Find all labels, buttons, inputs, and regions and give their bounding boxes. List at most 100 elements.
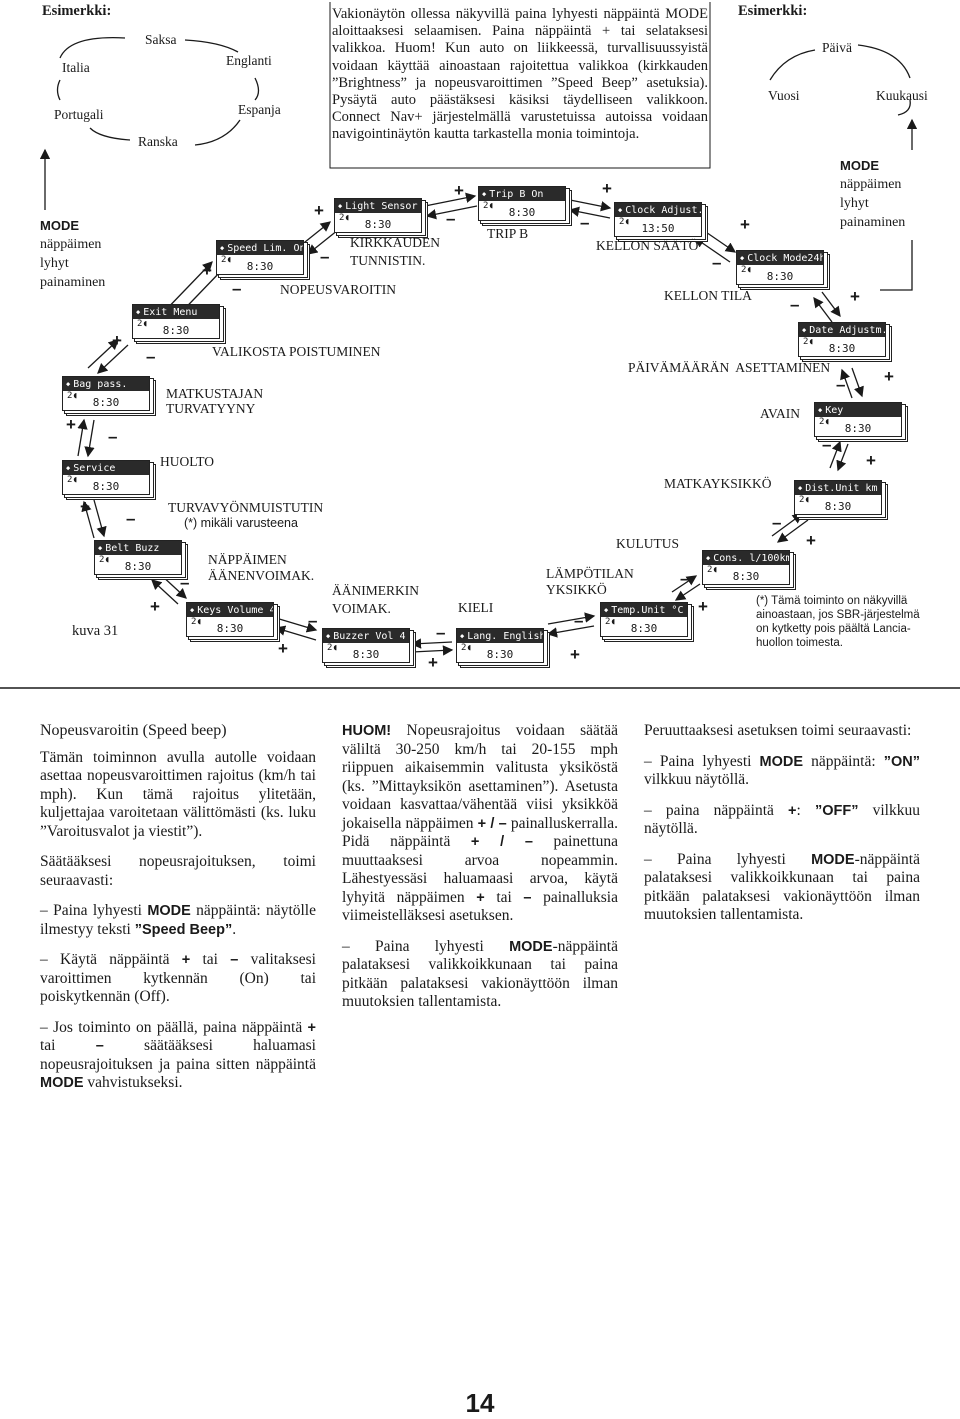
mode-left-line-3: lyhyt [40, 256, 69, 271]
label-paivamaaran: PÄIVÄMÄÄRÄN ASETTAMINEN [628, 360, 831, 375]
label-kellon-tila: KELLON TILA [664, 288, 752, 303]
plus-sign: + [66, 415, 76, 434]
language-englanti: Englanti [226, 53, 272, 68]
plus-sign: + [112, 331, 122, 350]
date-item-paiva: Päivä [822, 40, 852, 55]
date-item-vuosi: Vuosi [768, 88, 800, 103]
text-column-2: HUOM! Nopeusrajoitus voidaan säätää väli… [342, 722, 618, 1024]
plus-sign: + [850, 287, 860, 306]
screen-light-sensor: ◆Light Sensor 2 2◖8:30 [334, 198, 428, 238]
plus-sign: + [454, 181, 464, 200]
plus-sign: + [570, 645, 580, 664]
plus-sign: + [806, 531, 816, 550]
screen-key: ◆Key 2◖8:30 [814, 402, 908, 442]
screen-exit-menu: ◆Exit Menu 2◖8:30 [132, 304, 226, 344]
mode-right-line-4: painaminen [840, 215, 906, 230]
screen-keys-volume: ◆Keys Volume 4 2◖8:30 [186, 602, 280, 642]
minus-sign: – [822, 435, 832, 454]
mode-right-line-2: näppäimen [840, 177, 902, 192]
date-item-kuukausi: Kuukausi [876, 88, 928, 103]
screen-trip-b: ◆Trip B On 2◖8:30 [478, 186, 572, 226]
plus-sign: + [80, 497, 90, 516]
col2-paragraph-1: HUOM! Nopeusrajoitus voidaan säätää väli… [342, 722, 618, 924]
mode-left-line-4: painaminen [40, 275, 106, 290]
label-avain: AVAIN [760, 406, 801, 421]
screen-clock-adjust: ◆Clock Adjust. 2◖13:50 [614, 202, 708, 242]
mode-left-instruction: MODE näppäimen lyhyt painaminen [40, 216, 105, 292]
screen-speed-limit: ◆Speed Lim. On 2◖8:30 [216, 240, 310, 280]
label-trip-b: TRIP B [487, 226, 529, 241]
plus-sign: + [202, 261, 212, 280]
left-example-title: Esimerkki: [42, 3, 112, 19]
col2-paragraph-2: – Paina lyhyesti MODE-näppäintä palataks… [342, 937, 618, 1011]
minus-sign: – [232, 279, 242, 298]
minus-sign: – [180, 573, 190, 592]
section-heading: Nopeusvaroitin (Speed beep) [40, 722, 227, 739]
plus-sign: + [866, 451, 876, 470]
diagram-arrows [0, 2, 960, 689]
minus-sign: – [308, 611, 318, 630]
plus-sign: + [884, 367, 894, 386]
top-note: Vakionäytön ollessa näkyvillä paina lyhy… [332, 6, 708, 143]
screen-service: ◆Service 2◖8:30 [62, 460, 156, 500]
col3-paragraph-1: Peruuttaaksesi asetuksen toimi seuraavas… [644, 722, 912, 739]
page-number: 14 [465, 1388, 495, 1418]
plus-sign: + [602, 179, 612, 198]
mode-left-line-2: näppäimen [40, 237, 102, 252]
plus-sign: + [314, 201, 324, 220]
col3-paragraph-3: – paina näppäintä +: ”OFF” vilkkuu näytö… [644, 801, 920, 838]
mode-right-line-3: lyhyt [840, 196, 869, 211]
text-column-3: Peruuttaaksesi asetuksen toimi seuraavas… [644, 722, 920, 937]
minus-sign: – [574, 611, 584, 630]
plus-sign: + [150, 597, 160, 616]
screen-belt-buzz: ◆Belt Buzz 2◖8:30 [94, 540, 188, 580]
col1-paragraph-5: – Jos toiminto on päällä, paina näppäint… [40, 1018, 316, 1092]
minus-sign: – [680, 569, 690, 588]
label-kulutus: KULUTUS [616, 536, 679, 551]
right-example-title: Esimerkki: [738, 3, 808, 19]
figure-caption: kuva 31 [72, 623, 119, 639]
label-matkayksikko: MATKAYKSIKKÖ [664, 476, 772, 491]
minus-sign: – [126, 509, 136, 528]
minus-sign: – [146, 347, 156, 366]
col1-paragraph-4: – Käytä näppäintä + tai – valitaksesi va… [40, 951, 316, 1005]
language-portugali: Portugali [54, 107, 104, 122]
screen-consumption: ◆Cons. l/100km 2◖8:30 [702, 550, 796, 590]
plus-sign: + [698, 597, 708, 616]
text-column-1: Nopeusvaroitin (Speed beep) Tämän toimin… [40, 722, 316, 1105]
label-turvavyo: TURVAVYÖNMUISTUTIN [168, 500, 324, 515]
minus-sign: – [772, 513, 782, 532]
minus-sign: – [108, 427, 118, 446]
col1-paragraph-3: – Paina lyhyesti MODE näppäintä: näytöll… [40, 902, 316, 938]
minus-sign: – [836, 375, 846, 394]
screen-clock-mode: ◆Clock Mode24h 2◖8:30 [736, 250, 830, 290]
label-huolto: HUOLTO [160, 454, 215, 469]
mode-left-line-1: MODE [40, 218, 79, 233]
screen-dist-unit: ◆Dist.Unit km 2◖8:30 [794, 480, 888, 520]
plus-sign: + [278, 639, 288, 658]
minus-sign: – [320, 247, 330, 266]
label-kieli: KIELI [458, 600, 494, 615]
label-nopeusvaroitin: NOPEUSVAROITIN [280, 282, 397, 297]
language-italia: Italia [62, 60, 90, 75]
mode-right-instruction: MODE näppäimen lyhyt painaminen [840, 156, 905, 232]
label-valikosta: VALIKOSTA POISTUMINEN [212, 344, 381, 359]
minus-sign: – [446, 209, 456, 228]
minus-sign: – [580, 213, 590, 232]
minus-sign: – [436, 623, 446, 642]
screen-bag-pass: ◆Bag pass. 2◖8:30 [62, 376, 156, 416]
col1-paragraph-2: Säätääksesi nopeusrajoituksen, toimi seu… [40, 853, 316, 889]
screen-temp-unit: ◆Temp.Unit °C 2◖8:30 [600, 602, 694, 642]
plus-sign: + [740, 215, 750, 234]
screen-buzzer-volume: ◆Buzzer Vol 4 2◖8:30 [322, 628, 416, 668]
label-mikali: (*) mikäli varusteena [184, 516, 298, 530]
plus-sign: + [428, 653, 438, 672]
col3-paragraph-4: – Paina lyhyesti MODE-näppäintä palataks… [644, 850, 920, 924]
minus-sign: – [790, 295, 800, 314]
footnote: (*) Tämä toiminto on näkyvillä ainoastaa… [756, 595, 920, 649]
col1-paragraph-1: Tämän toiminnon avulla autolle voidaan a… [40, 748, 316, 840]
